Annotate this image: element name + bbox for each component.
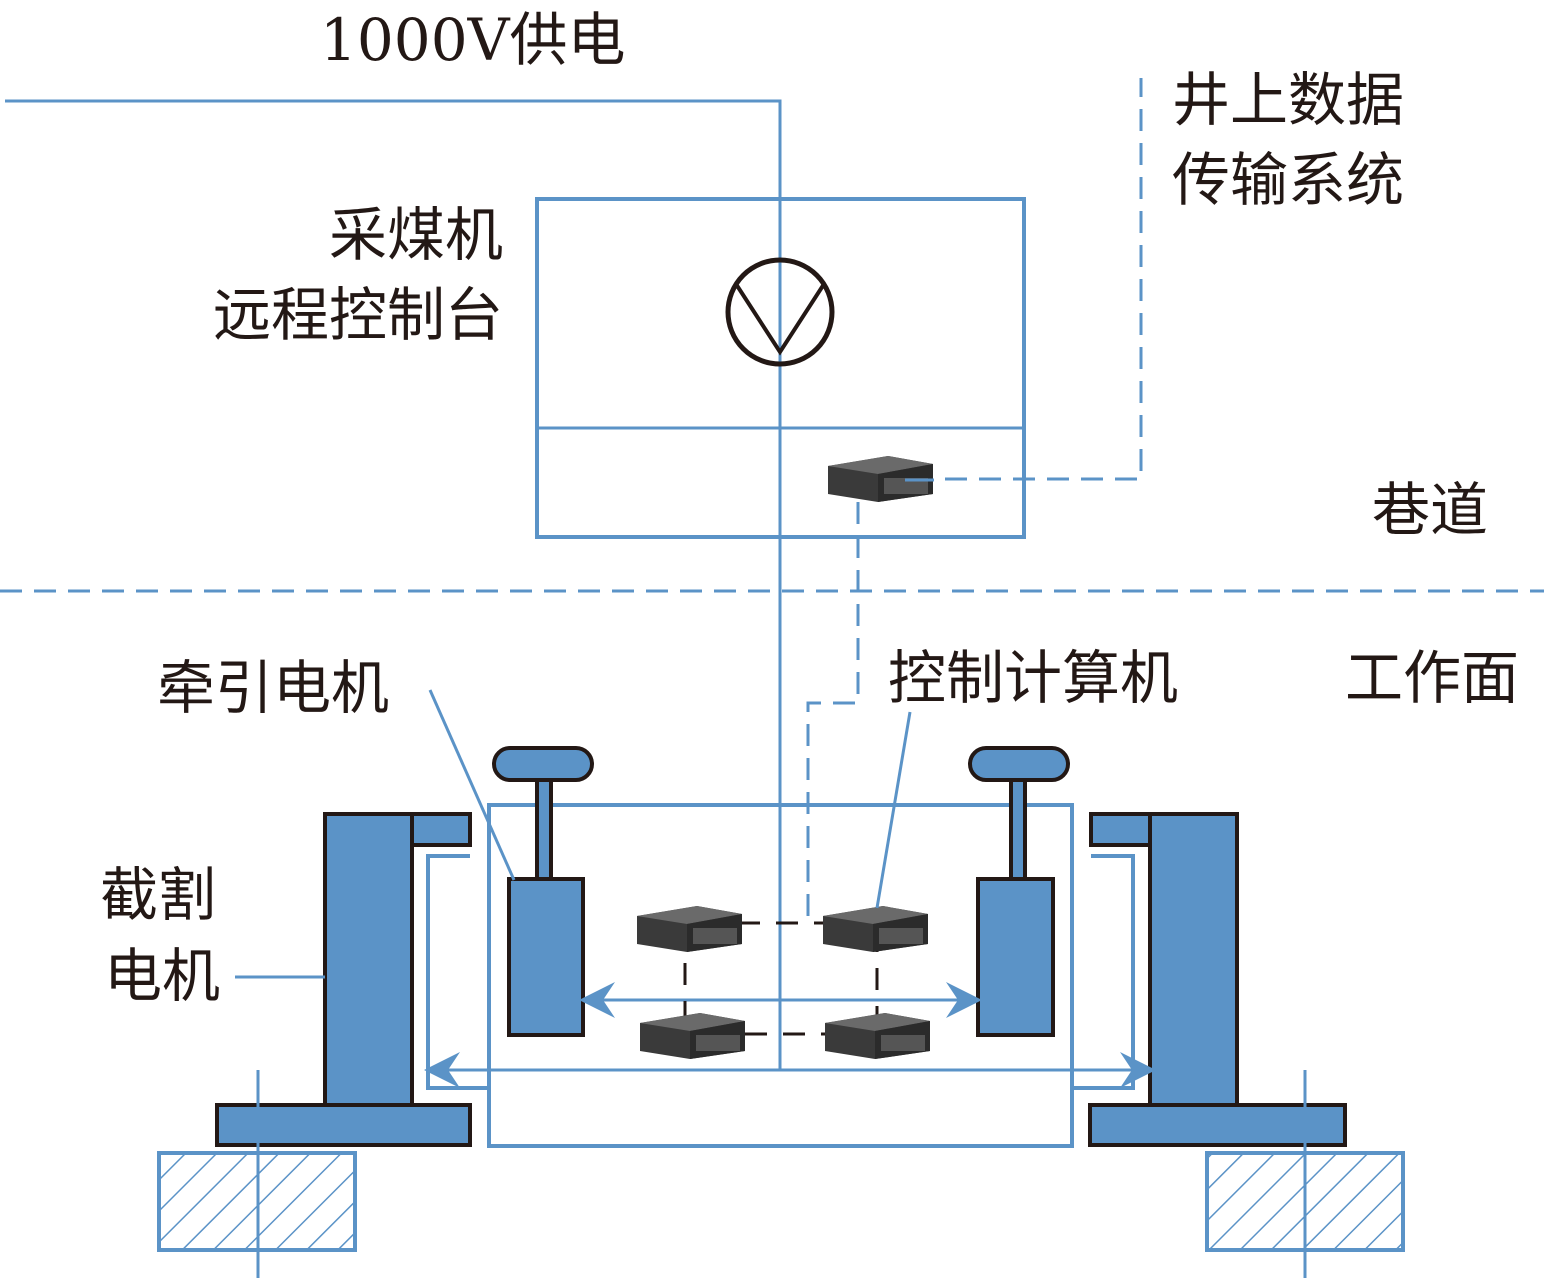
shearer-body (487, 803, 1074, 1148)
left-traction-motor (507, 877, 585, 1037)
control-computer-icon (823, 906, 928, 952)
power-label: 1000V供电 (320, 6, 626, 74)
traction-motor-label: 牵引电机 (157, 654, 389, 722)
control-computer-icon (640, 1013, 745, 1059)
console-label-1: 采煤机 (329, 201, 503, 269)
power-line (5, 99, 782, 1070)
uplink-dashed-line (945, 78, 1143, 481)
control-computer-label: 控制计算机 (888, 644, 1178, 712)
valve-symbol (725, 257, 835, 367)
cutting-motor-label-1: 截割 (100, 861, 216, 929)
right-cutting-motor (1148, 812, 1239, 1107)
working-face-label: 工作面 (1345, 644, 1519, 712)
console-to-computer-line (806, 502, 860, 922)
roadway-label: 巷道 (1372, 476, 1488, 544)
console-label-2: 远程控制台 (213, 281, 503, 349)
left-cutting-motor (323, 812, 414, 1107)
control-computer-icon (825, 1013, 930, 1059)
control-computer-icon (637, 906, 742, 952)
cutting-motor-label-2: 电机 (104, 942, 220, 1010)
uplink-label-1: 井上数据 (1172, 66, 1404, 134)
remote-console-box (535, 197, 1026, 539)
uplink-label-2: 传输系统 (1172, 146, 1404, 214)
right-traction-motor (976, 877, 1055, 1037)
